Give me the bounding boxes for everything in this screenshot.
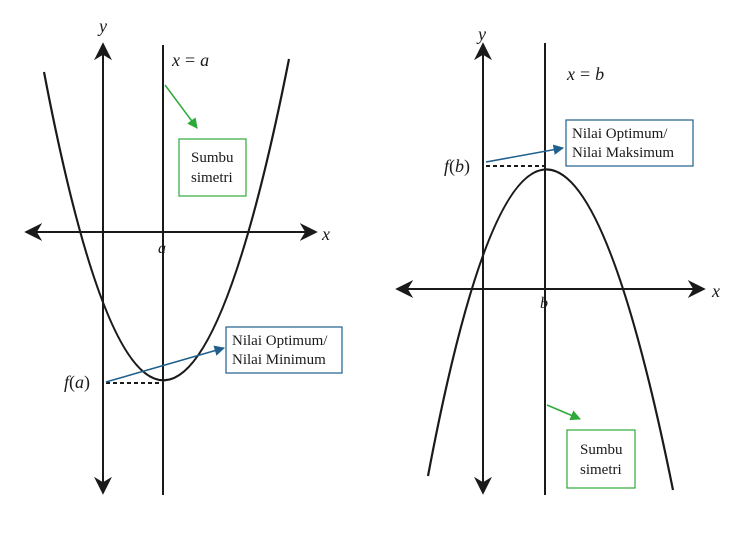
right-symmetry-line2: simetri bbox=[580, 462, 622, 478]
right-optimum-arrow bbox=[485, 144, 565, 163]
left-optimum-line2: Nilai Minimum bbox=[232, 352, 326, 368]
left-x-label: x bbox=[321, 224, 330, 244]
right-value-label: f(b) bbox=[444, 156, 470, 177]
left-fn: f bbox=[64, 372, 72, 392]
right-optimum-line2: Nilai Maksimum bbox=[572, 145, 674, 161]
left-value-label: f(a) bbox=[64, 372, 90, 393]
left-optimum-box bbox=[225, 326, 343, 374]
left-panel: y x a x=a f(a) Sumbu simetri Nilai Optim… bbox=[24, 16, 343, 495]
left-symmetry-equation: x=a bbox=[171, 50, 209, 70]
left-eq-rhs: a bbox=[200, 50, 209, 70]
left-optimum-line1: Nilai Optimum/ bbox=[232, 333, 328, 349]
left-symmetry-arrow bbox=[164, 84, 198, 129]
right-panel: y x b x=b f(b) Nilai Optimum/ Nilai Maks… bbox=[395, 24, 720, 495]
left-optimum-arrow bbox=[105, 345, 226, 383]
left-arg: a bbox=[75, 372, 84, 392]
left-symmetry-line1: Sumbu bbox=[191, 150, 234, 166]
right-eq-lhs: x bbox=[566, 64, 575, 84]
right-symmetry-line1: Sumbu bbox=[580, 442, 623, 458]
right-symmetry-box bbox=[566, 429, 636, 489]
left-eq-lhs: x bbox=[171, 50, 180, 70]
right-parabola-curve bbox=[426, 168, 675, 491]
right-optimum-line1: Nilai Optimum/ bbox=[572, 126, 668, 142]
right-tick-b: b bbox=[540, 295, 548, 312]
right-fn: f bbox=[444, 156, 452, 176]
left-symmetry-line2: simetri bbox=[191, 170, 233, 186]
right-symmetry-equation: x=b bbox=[566, 64, 604, 84]
left-y-label: y bbox=[97, 16, 107, 36]
left-eq-sign: = bbox=[185, 50, 195, 70]
right-arg: b bbox=[455, 156, 464, 176]
right-symmetry-arrow bbox=[546, 404, 581, 421]
right-optimum-box bbox=[565, 119, 694, 167]
right-x-label: x bbox=[711, 281, 720, 301]
right-eq-rhs: b bbox=[595, 64, 604, 84]
right-y-label: y bbox=[476, 24, 486, 44]
left-symmetry-box bbox=[178, 138, 247, 197]
left-tick-a: a bbox=[158, 240, 166, 257]
left-parabola-curve bbox=[42, 58, 291, 382]
right-eq-sign: = bbox=[580, 64, 590, 84]
